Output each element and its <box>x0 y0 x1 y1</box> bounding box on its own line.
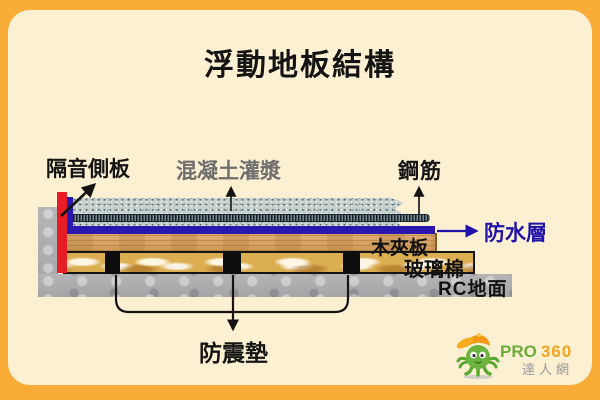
soundproof-panel-label: 隔音側板 <box>46 158 130 181</box>
content-panel <box>8 10 592 385</box>
rebar-layer <box>73 214 430 222</box>
concrete-grout-layer <box>73 198 405 227</box>
soundproof-side-panel <box>57 192 67 273</box>
vibration-pad <box>343 251 360 274</box>
page-title: 浮動地板結構 <box>204 49 396 82</box>
octopus-mascot-icon <box>456 333 500 379</box>
waterproof-layer <box>67 226 435 234</box>
glass-wool-label: 玻璃棉 <box>404 259 464 281</box>
plywood-label: 木夾板 <box>371 238 429 259</box>
vibration-pad <box>223 251 241 274</box>
brand-360: 360 <box>540 342 573 361</box>
rc-floor-label: RC地面 <box>438 279 508 300</box>
brand-subtitle: 達人網 <box>522 362 574 377</box>
waterproof-layer-side <box>67 197 73 228</box>
concrete-grout-label: 混凝土灌漿 <box>176 160 281 183</box>
waterproof-label: 防水層 <box>484 222 547 245</box>
vibration-pad-label: 防震墊 <box>199 340 268 366</box>
brand-pro: PRO <box>500 342 537 361</box>
vibration-pad <box>105 251 120 274</box>
rebar-label: 鋼筋 <box>398 160 442 183</box>
glass-wool-layer <box>63 251 475 274</box>
plywood-layer <box>67 233 437 251</box>
